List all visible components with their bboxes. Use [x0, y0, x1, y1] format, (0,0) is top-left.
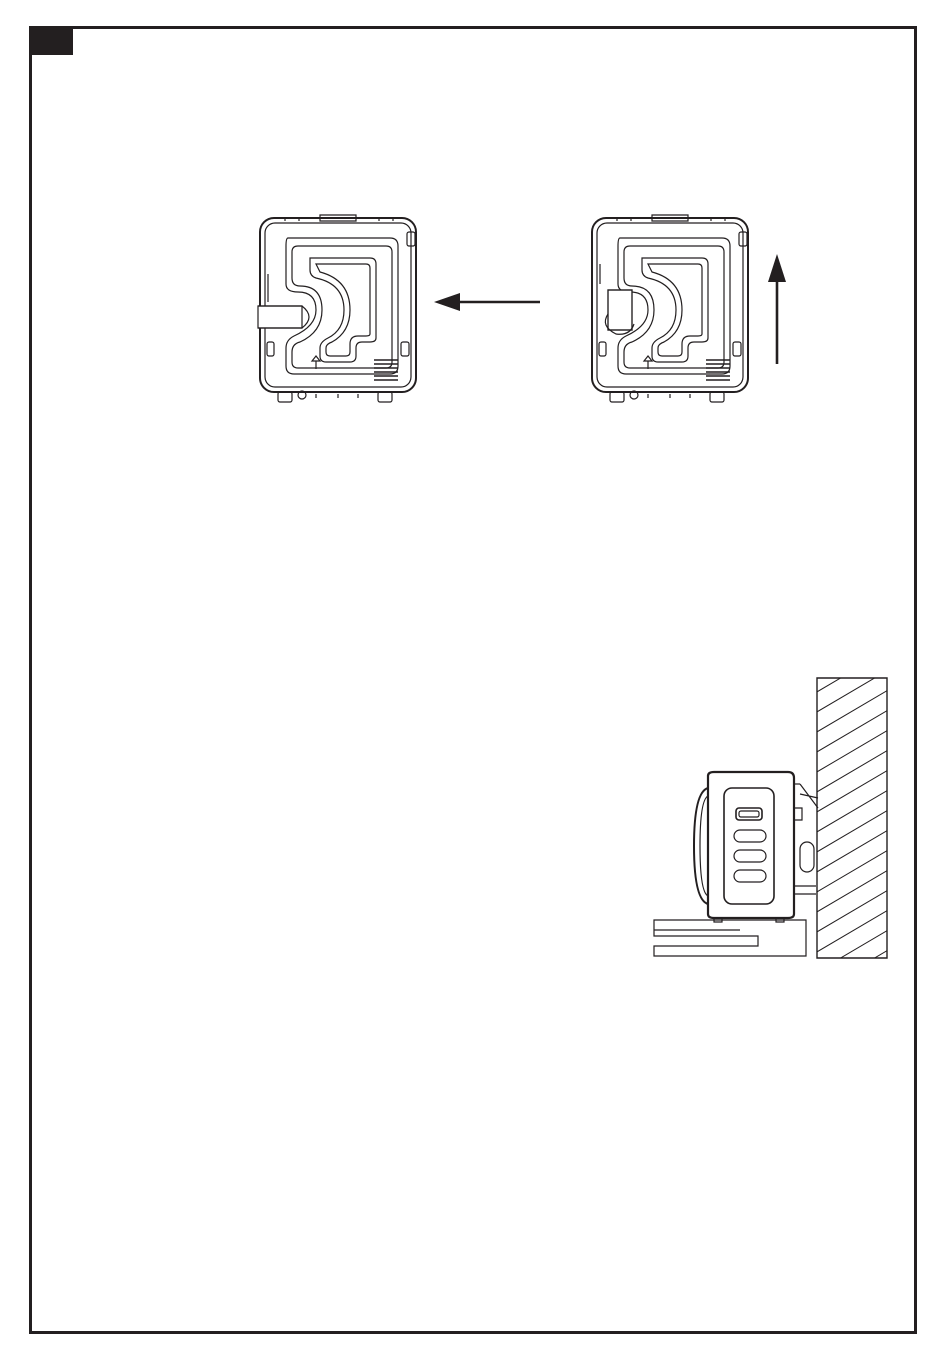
arrow-left-icon [434, 293, 540, 311]
direction-arrow-left [434, 289, 542, 315]
dryer-rear-panel-icon [258, 215, 416, 402]
section-tab [29, 26, 73, 55]
direction-arrow-up [764, 254, 790, 364]
dryer-side-view-wall-mounted [650, 676, 890, 962]
dryer-back-view-vent-up [590, 214, 750, 408]
dryer-rear-panel-icon [592, 215, 748, 402]
arrow-up-icon [768, 254, 786, 364]
dryer-back-view-vent-left [258, 214, 418, 408]
dryer-side-wall-icon [654, 646, 895, 1016]
